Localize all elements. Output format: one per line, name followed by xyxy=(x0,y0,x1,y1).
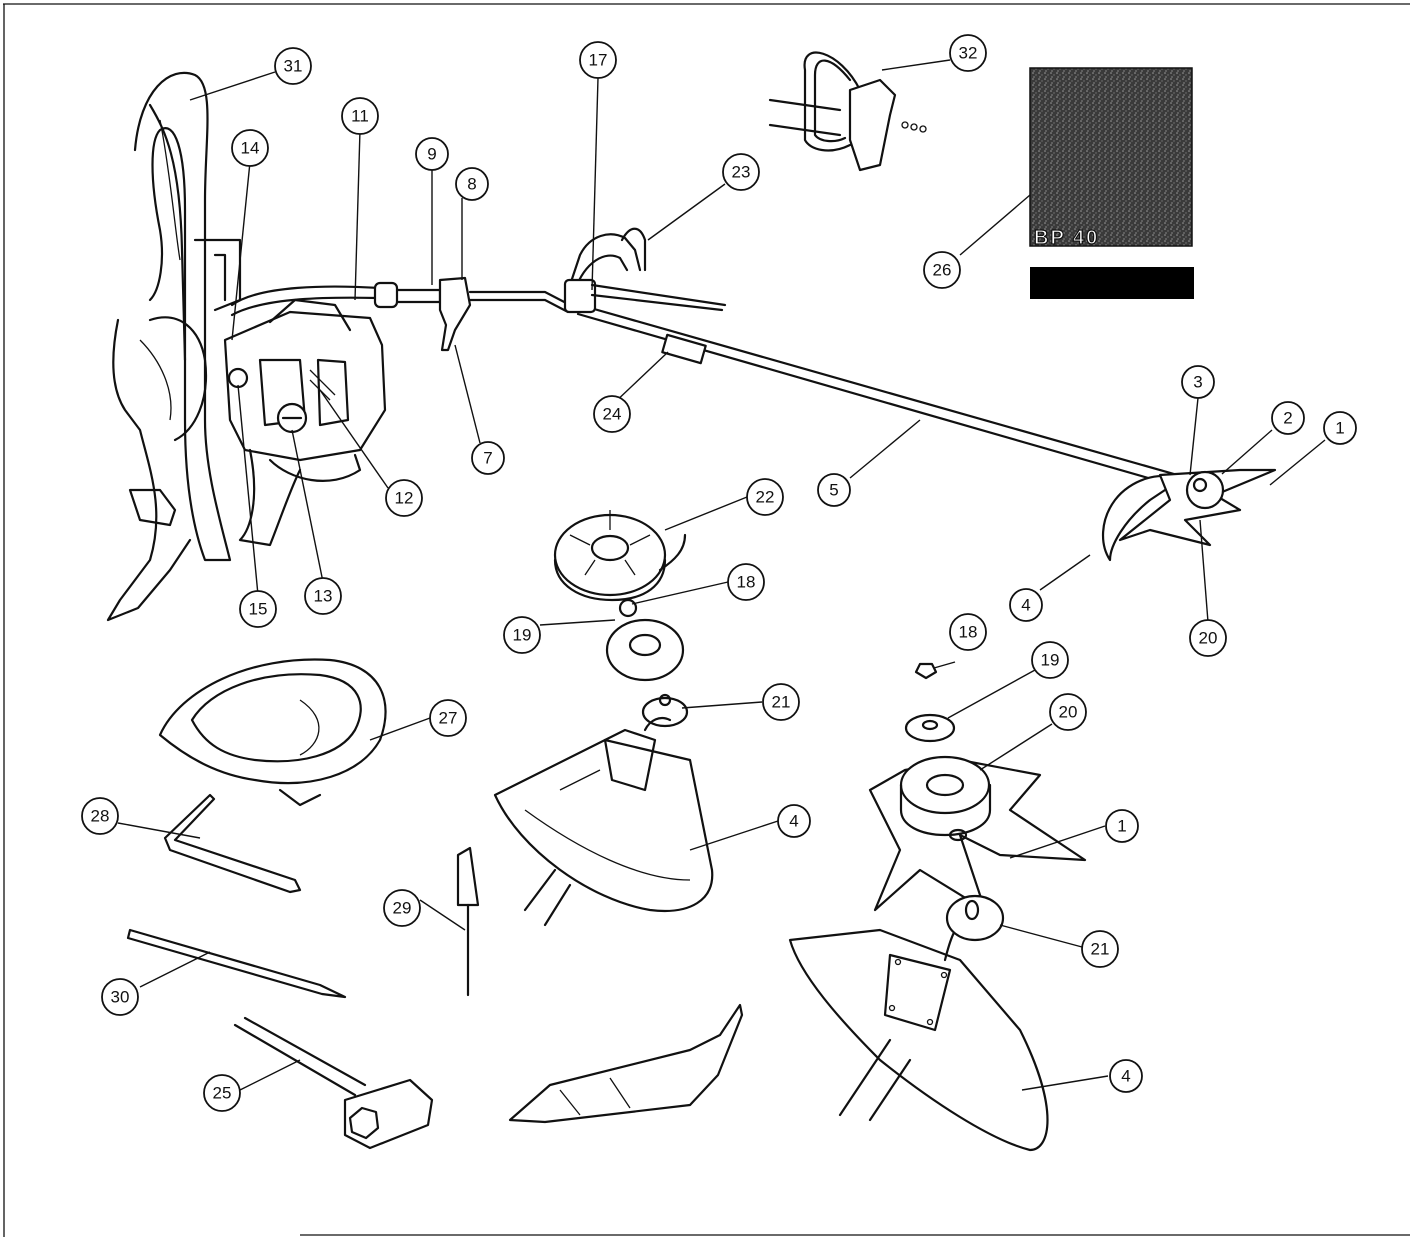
callout-14: 14 xyxy=(231,129,269,167)
blade-parts xyxy=(868,662,1087,912)
blade-guard xyxy=(788,894,1049,1152)
svg-text:7: 7 xyxy=(483,449,492,468)
callout-22: 22 xyxy=(746,478,784,516)
svg-text:11: 11 xyxy=(351,107,369,126)
engine-unit xyxy=(223,298,387,547)
callout-18: 18 xyxy=(949,613,987,651)
svg-text:24: 24 xyxy=(603,405,622,424)
svg-text:28: 28 xyxy=(91,807,110,826)
svg-text:4: 4 xyxy=(1121,1067,1130,1086)
svg-text:22: 22 xyxy=(756,488,775,507)
svg-text:15: 15 xyxy=(249,600,268,619)
svg-text:14: 14 xyxy=(241,139,260,158)
svg-text:9: 9 xyxy=(427,145,436,164)
callout-5: 5 xyxy=(817,473,851,507)
callout-19: 19 xyxy=(503,616,541,654)
callout-29: 29 xyxy=(383,889,421,927)
callout-12: 12 xyxy=(385,479,423,517)
callout-23: 23 xyxy=(722,153,760,191)
svg-text:18: 18 xyxy=(737,573,756,592)
svg-text:32: 32 xyxy=(959,44,978,63)
product-label-plate: BP 40 xyxy=(1029,67,1194,299)
callout-1: 1 xyxy=(1323,411,1357,445)
svg-text:30: 30 xyxy=(111,988,130,1007)
callout-20: 20 xyxy=(1049,693,1087,731)
svg-text:19: 19 xyxy=(1041,651,1060,670)
callout-24: 24 xyxy=(593,395,631,433)
callout-9: 9 xyxy=(415,137,449,171)
callout-32: 32 xyxy=(949,34,987,72)
svg-text:18: 18 xyxy=(959,623,978,642)
svg-text:1: 1 xyxy=(1335,419,1344,438)
guard-ring xyxy=(158,658,387,807)
svg-text:20: 20 xyxy=(1199,629,1218,648)
cutter-head-assembled xyxy=(1101,468,1277,562)
callout-8: 8 xyxy=(455,167,489,201)
callout-27: 27 xyxy=(429,699,467,737)
svg-text:27: 27 xyxy=(439,709,458,728)
svg-text:2: 2 xyxy=(1283,409,1292,428)
callout-15: 15 xyxy=(239,590,277,628)
svg-text:19: 19 xyxy=(513,626,532,645)
svg-text:8: 8 xyxy=(467,175,476,194)
svg-text:29: 29 xyxy=(393,899,412,918)
svg-text:31: 31 xyxy=(284,57,303,76)
callout-17: 17 xyxy=(579,41,617,79)
callout-2: 2 xyxy=(1271,401,1305,435)
callout-4: 4 xyxy=(777,804,811,838)
callout-31: 31 xyxy=(274,47,312,85)
svg-text:21: 21 xyxy=(772,693,791,712)
callout-4: 4 xyxy=(1109,1059,1143,1093)
callout-28: 28 xyxy=(81,797,119,835)
svg-text:23: 23 xyxy=(732,163,751,182)
svg-text:17: 17 xyxy=(589,51,608,70)
product-label-text: BP 40 xyxy=(1034,227,1099,249)
svg-text:1: 1 xyxy=(1117,817,1126,836)
trimmer-head-parts xyxy=(553,510,689,728)
svg-text:4: 4 xyxy=(1021,596,1030,615)
callout-25: 25 xyxy=(203,1074,241,1112)
callout-20: 20 xyxy=(1189,619,1227,657)
svg-text:13: 13 xyxy=(314,587,333,606)
callout-26: 26 xyxy=(923,251,961,289)
svg-text:3: 3 xyxy=(1193,373,1202,392)
svg-text:5: 5 xyxy=(829,481,838,500)
callout-11: 11 xyxy=(341,97,379,135)
callout-21: 21 xyxy=(762,683,800,721)
drive-shaft xyxy=(230,276,1197,492)
callout-1: 1 xyxy=(1105,809,1139,843)
loop-handle-inset xyxy=(768,51,927,172)
svg-text:25: 25 xyxy=(213,1084,232,1103)
svg-text:12: 12 xyxy=(395,489,414,508)
callout-30: 30 xyxy=(101,978,139,1016)
trimmer-guard xyxy=(493,716,714,927)
callout-21: 21 xyxy=(1081,930,1119,968)
box-spanner xyxy=(233,1016,434,1150)
callout-19: 19 xyxy=(1031,641,1069,679)
hex-key xyxy=(163,793,302,894)
callout-7: 7 xyxy=(471,441,505,475)
svg-text:26: 26 xyxy=(933,261,952,280)
callout-4: 4 xyxy=(1009,588,1043,622)
grease-tube xyxy=(508,1003,744,1124)
handlebar xyxy=(563,227,727,314)
tommy-bar xyxy=(126,928,347,999)
callout-3: 3 xyxy=(1181,365,1215,399)
svg-text:20: 20 xyxy=(1059,703,1078,722)
svg-text:21: 21 xyxy=(1091,940,1110,959)
callout-18: 18 xyxy=(727,563,765,601)
page-frame xyxy=(3,3,1410,1237)
callout-13: 13 xyxy=(304,577,342,615)
screwdriver xyxy=(456,846,480,997)
svg-text:4: 4 xyxy=(789,812,798,831)
backpack-harness xyxy=(106,71,242,622)
callout-leaders xyxy=(117,59,1326,1091)
